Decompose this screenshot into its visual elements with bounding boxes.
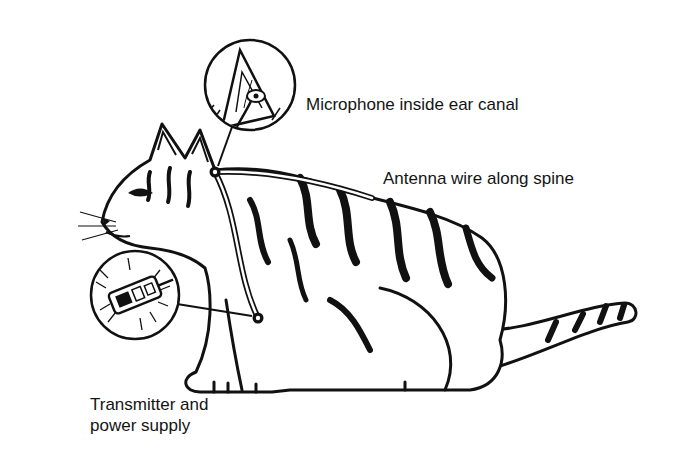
ear-detail xyxy=(158,132,208,162)
microphone-wire xyxy=(215,172,258,318)
microphone-dot xyxy=(210,167,221,178)
antenna-wire xyxy=(215,172,372,198)
transmitter-inset xyxy=(96,258,177,330)
callout-label: Microphone inside ear canal xyxy=(306,94,519,115)
callout-label: Transmitter and power supply xyxy=(90,394,240,436)
tail-stripes xyxy=(548,305,624,340)
whiskers xyxy=(78,212,118,240)
transmitter-dot xyxy=(253,313,264,324)
inset-circle xyxy=(205,40,295,130)
antenna-wire-core xyxy=(215,172,372,198)
fur-stripes xyxy=(148,168,492,350)
inset-circle xyxy=(91,251,179,339)
cat-body xyxy=(102,124,506,392)
microphone-wire-core xyxy=(215,172,258,318)
leader-line xyxy=(177,304,252,316)
cat-tail xyxy=(488,303,636,366)
cat-eye xyxy=(128,189,153,197)
microphone-dot-core xyxy=(213,170,217,174)
leader-line xyxy=(218,127,232,166)
ear-inset xyxy=(200,50,294,132)
transmitter-dot-core xyxy=(256,316,260,320)
callout-label: Antenna wire along spine xyxy=(383,168,574,189)
